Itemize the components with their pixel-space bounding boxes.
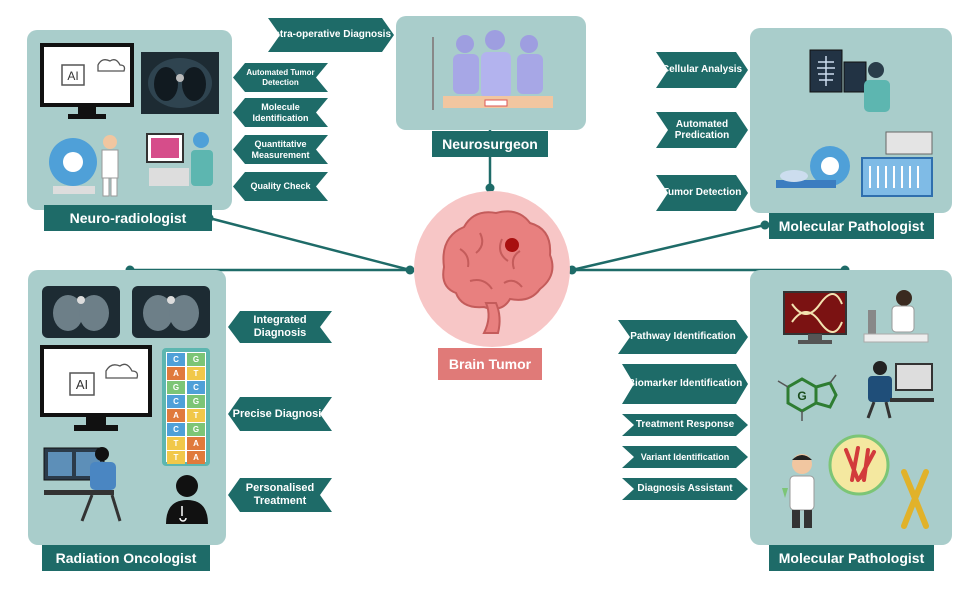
dna-base: C bbox=[187, 381, 205, 394]
tag-quantitative-measurement: Quantitative Measurement bbox=[233, 135, 328, 164]
brain-tumor-icon bbox=[414, 191, 570, 347]
lung-ct-right-icon bbox=[132, 286, 210, 338]
lung-ct-left-icon bbox=[42, 286, 120, 338]
dna-monitor-icon bbox=[783, 291, 847, 344]
radiation-oncologist-title: Radiation Oncologist bbox=[42, 545, 210, 571]
dna-base: G bbox=[187, 423, 205, 436]
xray-review-icon bbox=[809, 49, 890, 112]
dna-base: C bbox=[167, 423, 185, 436]
researcher-computer-icon bbox=[866, 361, 934, 419]
tag-quality-check: Quality Check bbox=[233, 172, 328, 201]
svg-text:AI: AI bbox=[67, 69, 78, 83]
tag-personalised-treatment: Personalised Treatment bbox=[228, 478, 332, 512]
scientist-microscope-icon bbox=[863, 290, 929, 343]
chromosome-icon bbox=[901, 469, 929, 529]
tag-cellular-analysis: Cellular Analysis bbox=[656, 52, 748, 88]
chromosome-cell-icon bbox=[828, 434, 890, 496]
surgery-team-icon bbox=[432, 30, 553, 110]
ct-scan-image-icon bbox=[141, 52, 219, 114]
neuroradiologist-title: Neuro-radiologist bbox=[44, 205, 212, 231]
guanine-molecule-icon: G bbox=[777, 374, 838, 421]
tag-pathway-identification: Pathway Identification bbox=[618, 320, 748, 354]
dna-base: C bbox=[167, 395, 185, 408]
dna-base: A bbox=[187, 451, 205, 464]
tag-variant-identification: Variant Identification bbox=[622, 446, 748, 468]
researcher-at-desk-icon bbox=[43, 447, 122, 522]
tag-precise-diagnosis: Precise Diagnosis bbox=[228, 397, 332, 431]
brain-tumor-label: Brain Tumor bbox=[438, 348, 542, 380]
dna-base: G bbox=[187, 395, 205, 408]
mri-scanner-icon bbox=[49, 135, 119, 197]
svg-text:G: G bbox=[797, 389, 806, 403]
ai-computer-icon: AI bbox=[40, 43, 134, 119]
dna-base: C bbox=[167, 353, 185, 366]
dna-base: T bbox=[167, 451, 185, 464]
scientist-flask-icon bbox=[782, 454, 815, 528]
dna-base: G bbox=[187, 353, 205, 366]
molecular-pathologist-top-title: Molecular Pathologist bbox=[769, 213, 934, 239]
dna-base: A bbox=[187, 437, 205, 450]
dna-base: A bbox=[167, 409, 185, 422]
patient-scan-icon bbox=[776, 146, 850, 188]
tag-automated-tumor-detection: Automated Tumor Detection bbox=[233, 63, 328, 92]
tag-treatment-response: Treatment Response bbox=[622, 414, 748, 436]
dna-base: T bbox=[167, 437, 185, 450]
svg-text:AI: AI bbox=[76, 377, 88, 392]
dna-base: T bbox=[187, 409, 205, 422]
tag-integrated-diagnosis: Integrated Diagnosis bbox=[228, 311, 332, 343]
dna-base: G bbox=[167, 381, 185, 394]
molecular-pathologist-bottom-title: Molecular Pathologist bbox=[769, 545, 934, 571]
dna-base: T bbox=[187, 367, 205, 380]
lab-analyzer-icon bbox=[861, 131, 933, 197]
tag-diagnosis-assistant: Diagnosis Assistant bbox=[622, 478, 748, 500]
tag-automated-predication: Automated Predication bbox=[656, 112, 748, 148]
doctor-avatar-icon bbox=[166, 475, 208, 524]
neurosurgeon-title: Neurosurgeon bbox=[432, 131, 548, 157]
tag-molecule-identification: Molecule Identification bbox=[233, 98, 328, 127]
tag-biomarker-identification: Biomarker Identification bbox=[622, 364, 748, 404]
tag-tumor-detection: Tumor Detection bbox=[656, 175, 748, 211]
ai-computer-icon-2: AI bbox=[40, 345, 152, 431]
doctor-at-monitor-icon bbox=[146, 132, 213, 186]
dna-base: A bbox=[167, 367, 185, 380]
tag-intra-operative-diagnosis: Intra-operative Diagnosis bbox=[268, 18, 394, 52]
